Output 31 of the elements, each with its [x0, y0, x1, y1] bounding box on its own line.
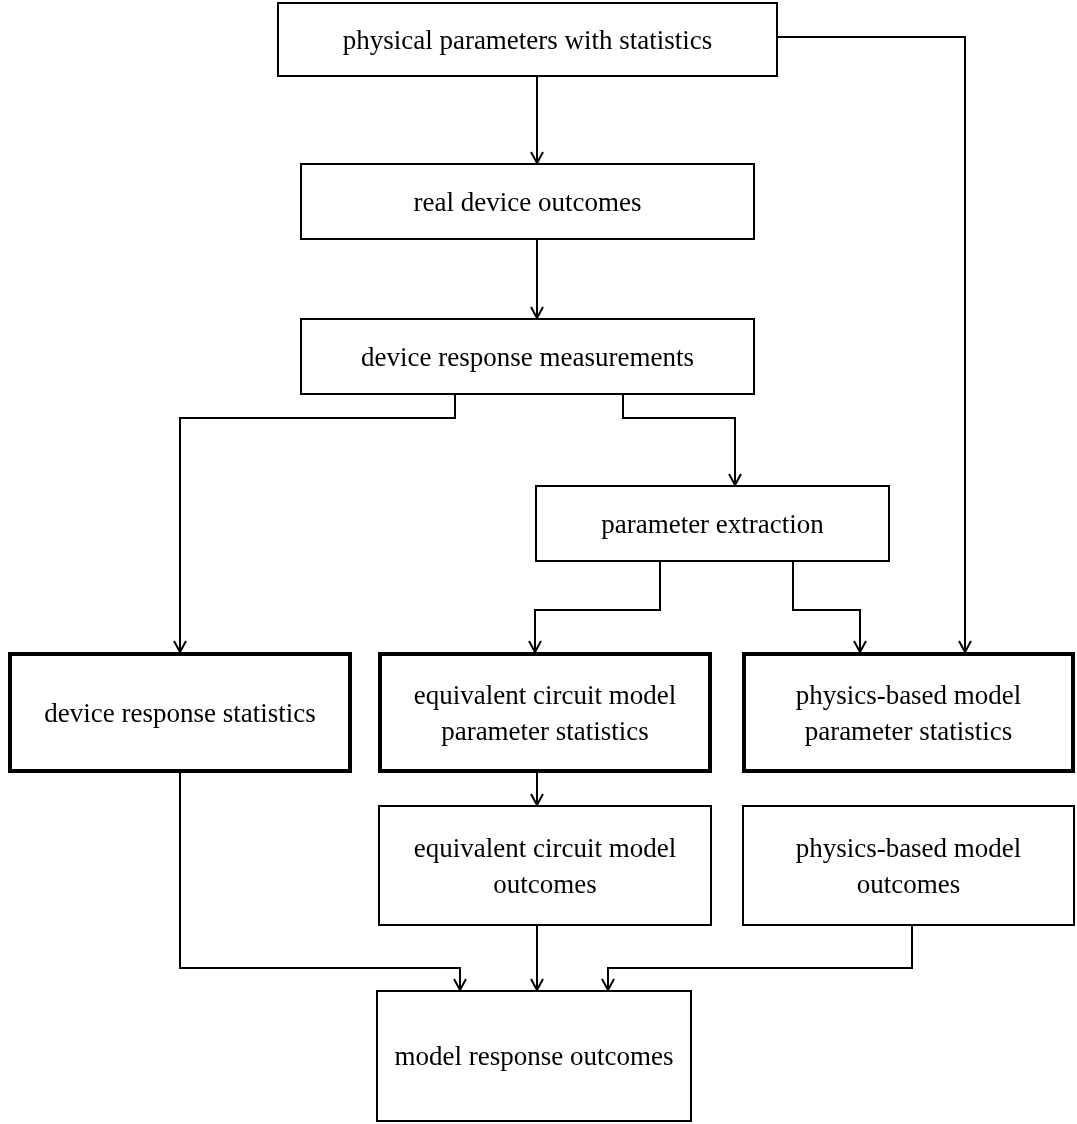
process-box	[8, 652, 352, 773]
box-label: real device outcomes	[413, 185, 642, 219]
process-box	[300, 163, 755, 240]
process-box	[376, 990, 692, 1122]
arrow	[173, 394, 456, 653]
arrow	[792, 561, 867, 653]
arrow	[530, 76, 544, 164]
process-box	[300, 318, 755, 395]
arrow	[530, 925, 544, 991]
process-box	[378, 652, 712, 773]
box-label: model response outcomes	[394, 1040, 674, 1073]
process-box	[535, 485, 890, 562]
box-label: equivalent circuit model outcomes	[412, 831, 678, 901]
box-label: physics-based model outcomes	[794, 831, 1023, 901]
box-label: device response statistics	[44, 696, 316, 730]
box-label: physical parameters with statistics	[342, 23, 713, 57]
arrow	[528, 561, 661, 653]
process-box	[378, 805, 712, 926]
process-box	[742, 805, 1075, 926]
arrow	[530, 772, 544, 806]
box-label: parameter extraction	[601, 507, 824, 541]
arrow	[530, 239, 544, 319]
process-box	[742, 652, 1075, 773]
arrow	[601, 925, 913, 991]
box-label: equivalent circuit model parameter statistics	[412, 678, 678, 748]
arrow	[622, 394, 742, 486]
box-label: physics-based model parameter statistics	[794, 678, 1023, 748]
arrow	[179, 772, 467, 991]
arrow	[777, 36, 972, 653]
box-label: device response measurements	[361, 340, 694, 374]
process-box	[277, 2, 778, 77]
